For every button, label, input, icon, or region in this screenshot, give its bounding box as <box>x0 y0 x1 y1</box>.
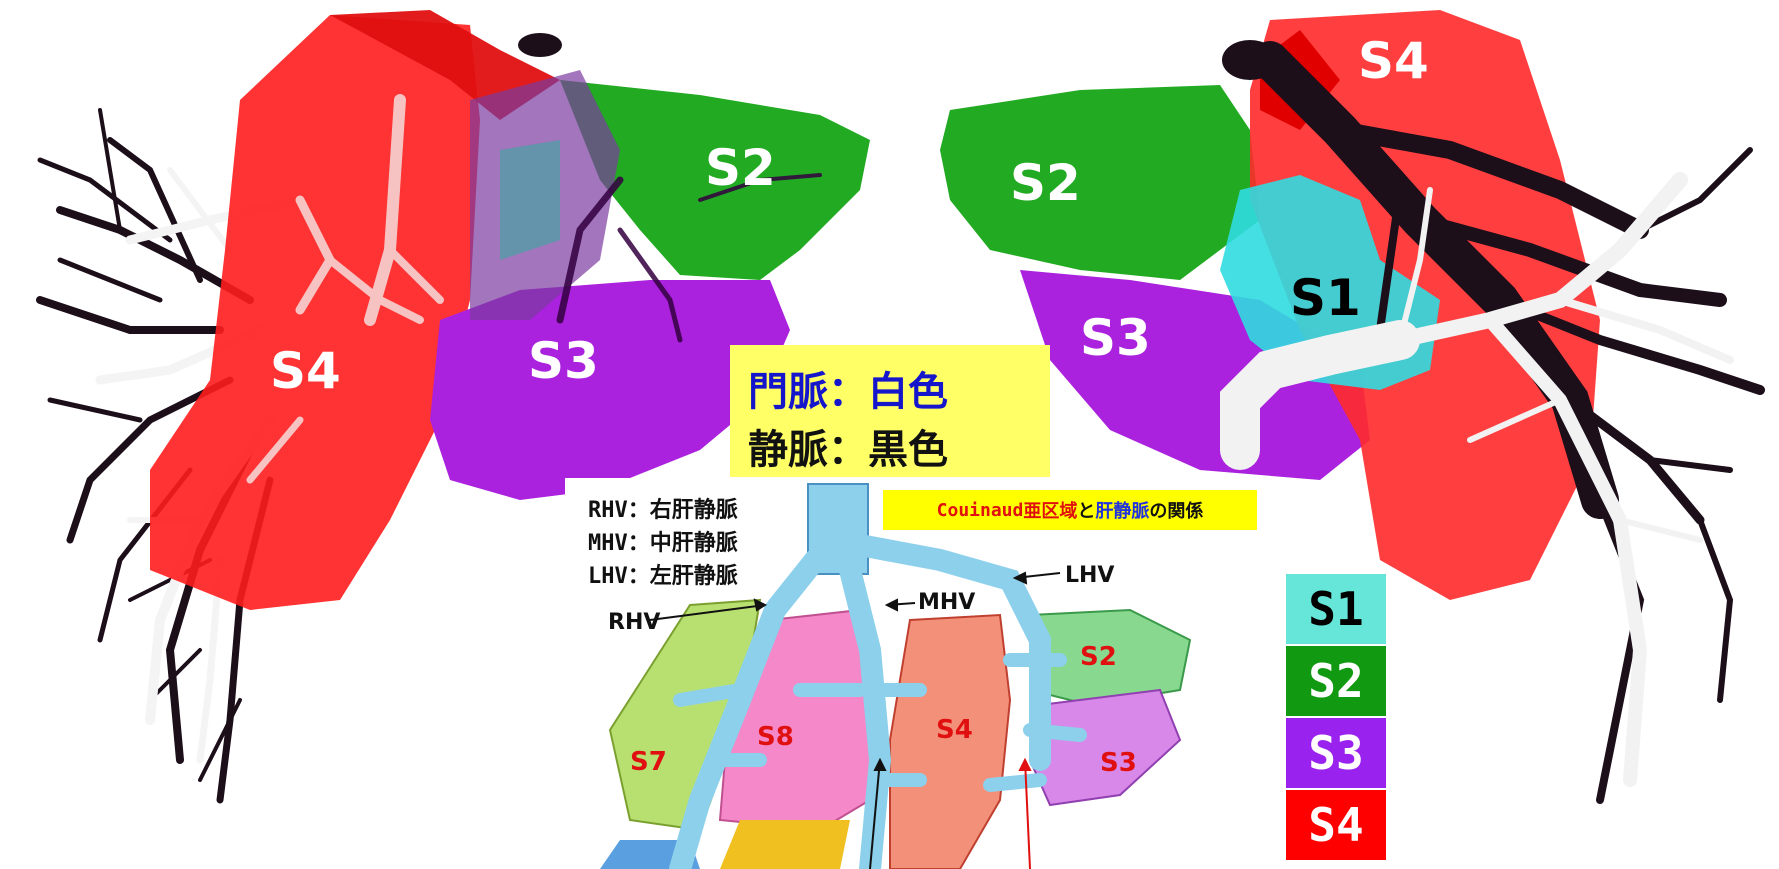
sketch-title-part1: Couinaud <box>936 499 1024 521</box>
sketch-title-part5: の関係 <box>1149 501 1204 522</box>
couinaud-sketch: RHV MHV LHV S2 S3 S4 S7 S8 <box>565 478 1255 869</box>
segment-key-s4: S4 <box>1286 790 1386 860</box>
vessel-color-legend: 門脈：白色 静脈：黒色 <box>730 345 1050 477</box>
sketch-mhv-label: MHV <box>918 590 975 615</box>
segment-key-s2-label: S2 <box>1308 654 1364 708</box>
sketch-s8-label: S8 <box>757 722 794 752</box>
portal-vein-color: 白色 <box>868 369 948 415</box>
right-s3-label: S3 <box>1080 309 1151 367</box>
sketch-arrows <box>649 571 1061 869</box>
abbr-lhv: LHV：左肝静脈 <box>588 564 738 589</box>
right-s2-region <box>940 85 1260 280</box>
right-liver-model: S4 S2 S3 S1 <box>940 10 1765 804</box>
portal-vein-name: 門脈 <box>748 369 828 415</box>
sketch-rhv-label: RHV <box>608 610 660 635</box>
segment-key-s3: S3 <box>1286 718 1386 788</box>
sketch-title-part2: 亜区域 <box>1023 501 1078 522</box>
sketch-title: Couinaud 亜区域と肝静脈の関係 <box>883 490 1257 530</box>
sketch-s4-label: S4 <box>936 715 973 745</box>
left-s3-region <box>430 280 790 500</box>
right-s1-label: S1 <box>1290 269 1361 327</box>
left-s3-label: S3 <box>528 332 599 390</box>
left-s4-region <box>150 15 480 610</box>
left-liver-model: S4 S3 S2 <box>36 10 870 804</box>
left-s2-region <box>560 80 870 280</box>
right-s4-label: S4 <box>1358 32 1429 90</box>
sketch-title-part4: 肝静脈 <box>1095 501 1150 522</box>
segment-key-s1: S1 <box>1286 574 1386 644</box>
vein-abbreviation-list: RHV：右肝静脈 MHV：中肝静脈 LHV：左肝静脈 <box>588 494 738 593</box>
right-portal-vein <box>1220 172 1734 787</box>
portal-vein-sep: ： <box>828 369 868 415</box>
hepatic-vein-name: 静脈 <box>748 427 828 473</box>
left-s2-label: S2 <box>705 139 776 197</box>
sketch-lhv-label: LHV <box>1065 563 1114 588</box>
sketch-s7-label: S7 <box>630 747 667 777</box>
segment-key-s3-label: S3 <box>1308 726 1364 780</box>
abbr-rhv: RHV：右肝静脈 <box>588 498 738 523</box>
sketch-s3-label: S3 <box>1100 748 1137 778</box>
segment-key-s2: S2 <box>1286 646 1386 716</box>
left-s4-label: S4 <box>270 342 341 400</box>
abbr-mhv: MHV：中肝静脈 <box>588 531 738 556</box>
right-s2-label: S2 <box>1010 154 1081 212</box>
hepatic-vein-color: 黒色 <box>868 427 948 473</box>
segment-key-s1-label: S1 <box>1308 582 1364 636</box>
sketch-title-part3: と <box>1077 501 1096 522</box>
sketch-hepatic-veins <box>669 483 1087 869</box>
portal-vein-legend-line: 門脈：白色 <box>748 359 948 417</box>
hepatic-vein-sep: ： <box>828 427 868 473</box>
hepatic-vein-legend-line: 静脈：黒色 <box>748 417 948 475</box>
sketch-s2-label: S2 <box>1080 642 1117 672</box>
segment-key-s4-label: S4 <box>1308 798 1364 852</box>
